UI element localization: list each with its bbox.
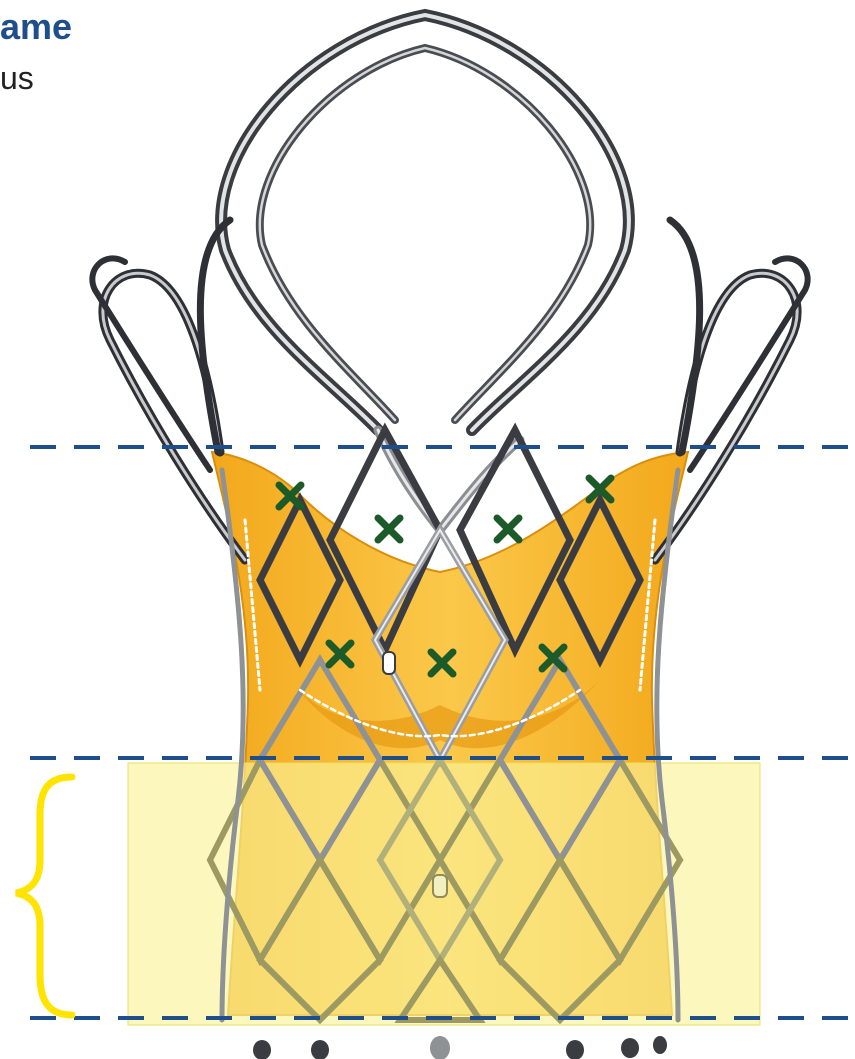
x-marker-icon — [497, 518, 519, 540]
x-marker-icon — [378, 518, 400, 540]
frame-feet — [253, 1036, 667, 1059]
outer-frame-loops — [92, 15, 807, 560]
curly-brace-icon — [16, 777, 72, 1015]
